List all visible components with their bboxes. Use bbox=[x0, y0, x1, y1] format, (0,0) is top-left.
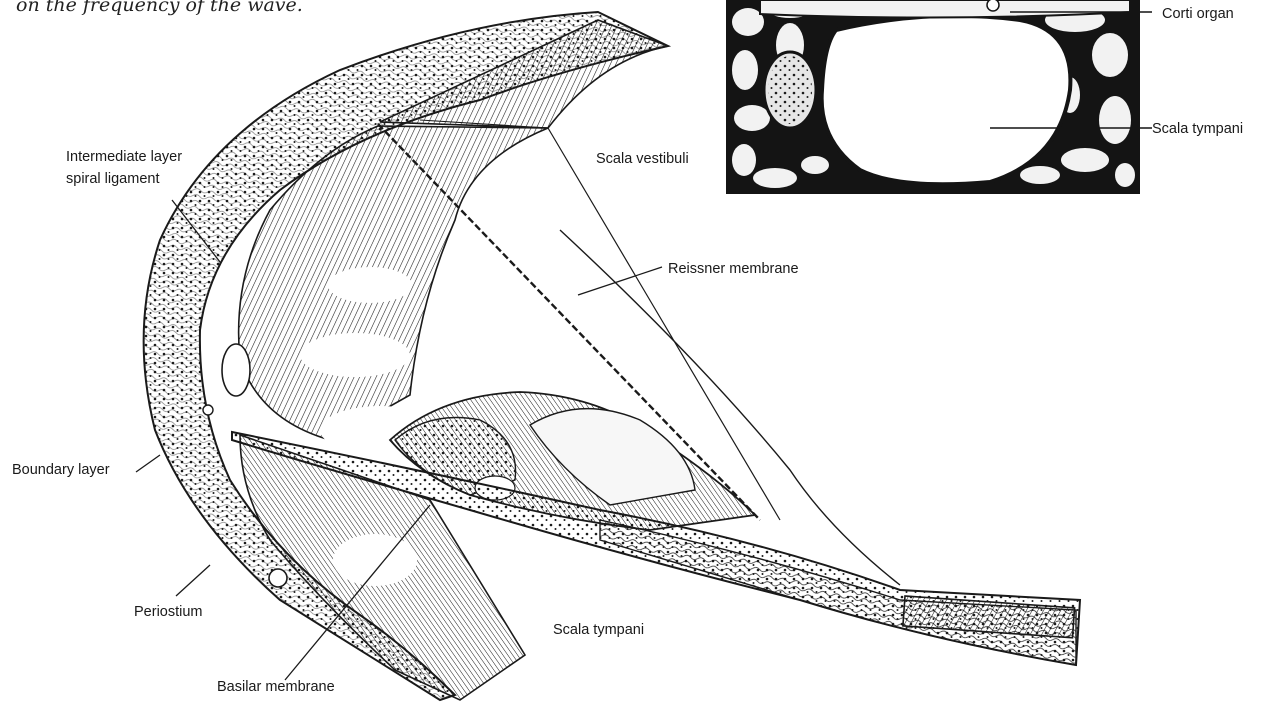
label-corti-organ: Corti organ bbox=[1162, 6, 1234, 22]
label-basilar-membrane: Basilar membrane bbox=[217, 679, 335, 695]
label-scala-tympani-inset: Scala tympani bbox=[1152, 121, 1243, 137]
label-scala-tympani-main: Scala tympani bbox=[553, 622, 644, 638]
label-periostium: Periostium bbox=[134, 604, 203, 620]
inset-micrograph bbox=[726, 0, 1152, 194]
label-boundary-layer: Boundary layer bbox=[12, 462, 110, 478]
label-reissner-membrane: Reissner membrane bbox=[668, 261, 799, 277]
label-intermediate-layer: Intermediate layer bbox=[66, 149, 182, 165]
label-scala-vestibuli: Scala vestibuli bbox=[596, 151, 689, 167]
label-spiral-ligament: spiral ligament bbox=[66, 171, 160, 187]
